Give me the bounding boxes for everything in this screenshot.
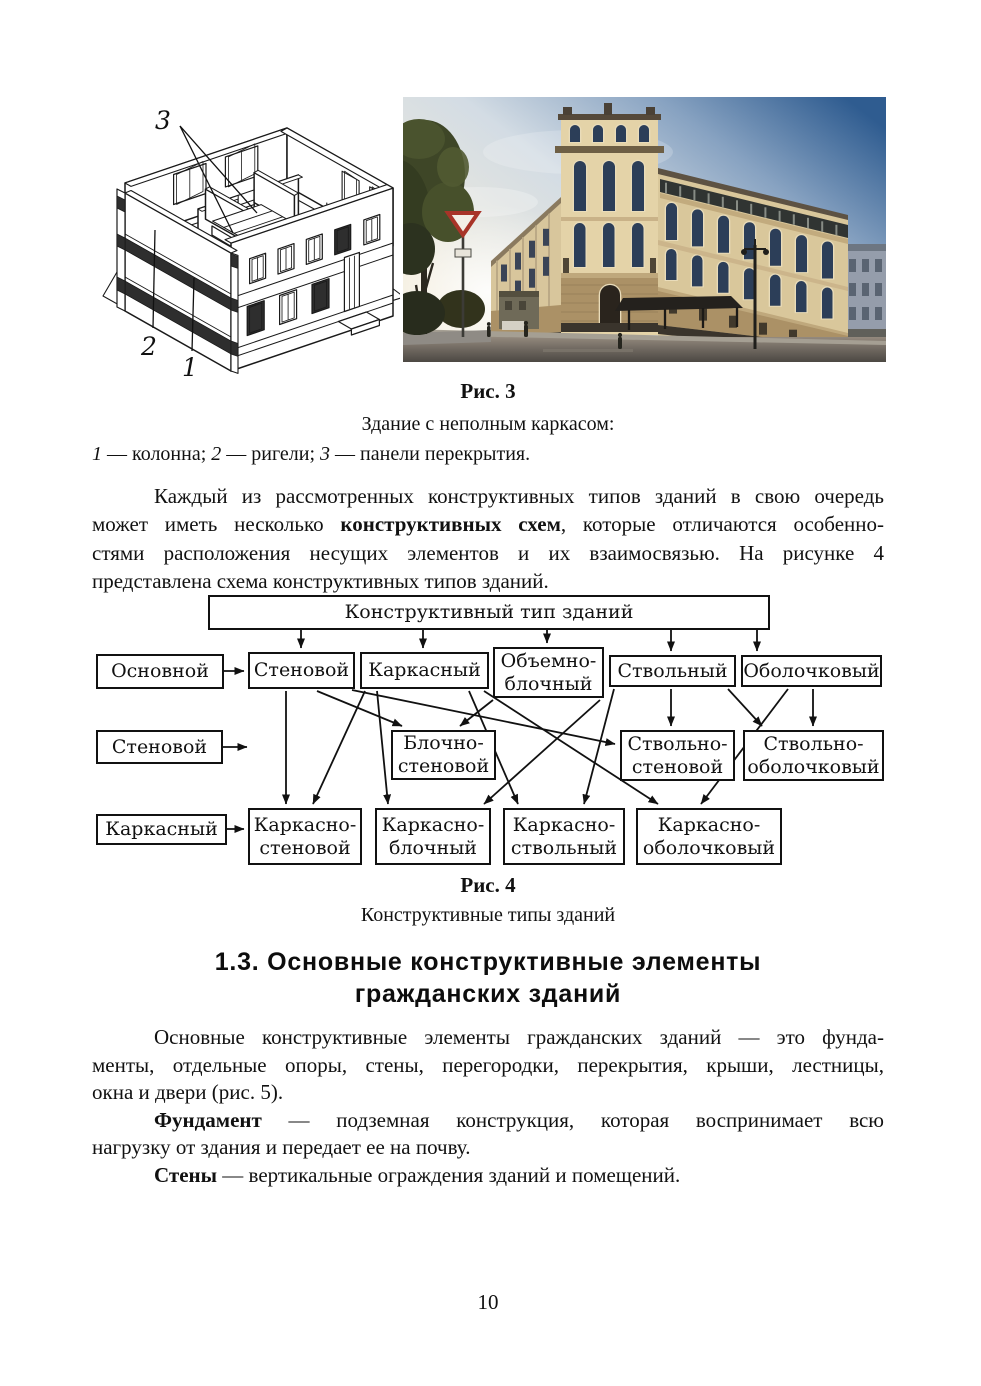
photo-trees (403, 119, 485, 335)
photo-canopy (615, 296, 743, 330)
diagram-box-bs: Блочно-стеновой (391, 730, 496, 780)
figure3-leaders (152, 125, 258, 352)
diagram-box-root: Конструктивный тип зданий (208, 595, 770, 630)
diagram-box-ss: Ствольно-стеновой (620, 730, 735, 781)
section-heading: 1.3. Основные конструктивные элементы гр… (92, 946, 884, 1010)
intro-line-4: представлена схема конструктивных типов … (92, 569, 549, 594)
intro-line-1: Каждый из рассмотренных конструктивных т… (154, 483, 884, 508)
label-1: 1 (182, 353, 198, 382)
figure3-digit-labels: 3 2 1 (140, 106, 198, 382)
section-heading-line2: гражданских зданий (354, 980, 622, 1008)
photo-pedestrians (486, 320, 623, 349)
intro-paragraph: Каждый из рассмотренных конструктивных т… (92, 482, 884, 596)
diagram-box-obl: Оболочковый (741, 655, 882, 687)
body-paragraphs: Основные конструктивные элементы граждан… (92, 1024, 884, 1190)
intro-line-2: может иметь несколько конструктивных схе… (92, 512, 884, 537)
diagram-box-ob: Объемно-блочный (493, 647, 604, 698)
diagram-box-kst: Каркасно-ствольный (503, 808, 625, 865)
figure3-drawing-group (102, 127, 400, 374)
body-p2-line2: нагрузку от здания и передает ее на почв… (92, 1135, 471, 1160)
label-3: 3 (155, 106, 171, 135)
body-p1-line3: окна и двери (рис. 5). (92, 1080, 284, 1105)
figure3-line-drawing: 3 2 1 (102, 106, 400, 382)
diagram-box-osn: Основной (96, 654, 224, 689)
figure3-legend: 1 — колонна; 2 — ригели; 3 — панели пере… (92, 443, 531, 465)
diagram-box-ko: Каркасно-оболочковый (636, 808, 782, 865)
diagram-box-so: Ствольно-оболочковый (743, 730, 884, 781)
diagram-box-stenl: Стеновой (96, 730, 223, 764)
diagram-box-ks: Каркасно-стеновой (248, 808, 362, 865)
body-p3-line1: Стены — вертикальные ограждения зданий и… (154, 1162, 681, 1187)
diagram-box-kark2: Каркасный (360, 652, 489, 689)
intro-line-3: стями расположения несущих элементов и и… (92, 540, 884, 565)
diagram-box-karkl: Каркасный (96, 814, 227, 845)
diagram-box-stv: Ствольный (609, 655, 736, 687)
figure3-caption: Рис. 3 (460, 379, 516, 403)
photo-distant-buildings (499, 291, 539, 330)
figure3-photo (403, 97, 886, 362)
body-p1-line1: Основные конструктивные элементы граждан… (154, 1025, 884, 1049)
label-2: 2 (140, 332, 157, 361)
photo-yield-sign (444, 211, 482, 337)
diagram-box-sten2: Стеновой (248, 652, 355, 689)
figure3-subtitle: Здание с неполным каркасом: (361, 412, 615, 435)
body-p1-line2: менты, отдельные опоры, стены, перегород… (92, 1052, 884, 1077)
page-number: 10 (477, 1289, 499, 1314)
figure4-subtitle: Конструктивные типы зданий (360, 904, 616, 926)
photo-main-building (491, 103, 848, 354)
photo-street-lamp (741, 239, 769, 349)
section-heading-line1: 1.3. Основные конструктивные элементы (214, 948, 762, 976)
diagram-box-kb: Каркасно-блочный (375, 808, 491, 865)
body-p2-line1: Фундамент — подземная конструкция, котор… (154, 1107, 884, 1132)
figure4-caption: Рис. 4 (460, 872, 516, 897)
